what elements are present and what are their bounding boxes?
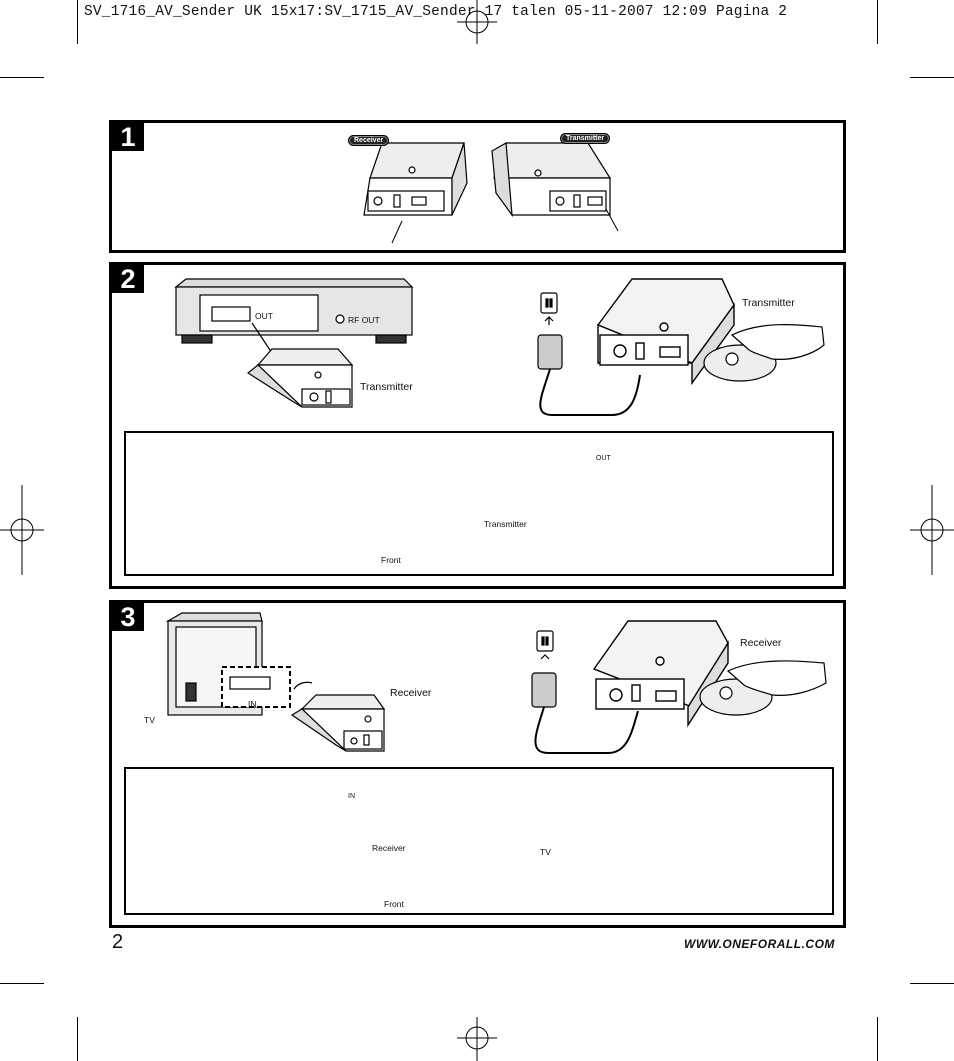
transmitter-label: Transmitter [560, 133, 611, 144]
step-2-panel: 2 [109, 262, 846, 589]
step-2-detail-inset: OUT Transmitter Front [124, 431, 834, 576]
hand-pressing-icon [703, 324, 825, 382]
in-label: IN [248, 699, 257, 709]
page-number: 2 [112, 931, 124, 953]
front-label: Front [384, 899, 404, 909]
crop-mark [910, 983, 954, 984]
crop-mark [77, 1017, 78, 1061]
out-label: OUT [596, 455, 611, 462]
crop-mark [0, 983, 44, 984]
transmitter-label: Transmitter [484, 519, 527, 529]
front-label: Front [381, 555, 401, 565]
crop-mark [877, 1017, 878, 1061]
transmitter-device-icon [246, 348, 354, 408]
crop-mark [910, 77, 954, 78]
crop-mark [0, 77, 44, 78]
receiver-label: Receiver [740, 637, 782, 649]
transmitter-label: Transmitter [742, 297, 795, 309]
transmitter-device-icon [596, 278, 735, 386]
rf-out-label: RF OUT [348, 315, 380, 325]
step-number: 3 [112, 603, 144, 631]
receiver-transmitter-illustration [363, 142, 619, 244]
receiver-device-icon [363, 142, 468, 216]
hand-pressing-icon [699, 660, 827, 716]
step-3-panel: 3 [109, 600, 846, 928]
transmitter-label: Transmitter [360, 381, 413, 393]
tv-label: TV [144, 715, 155, 725]
tv-back-icon [165, 612, 313, 716]
video-recorder-icon [174, 278, 414, 344]
website-url: WWW.ONEFORALL.COM [684, 937, 835, 951]
receiver-device-icon [290, 694, 386, 752]
step-3-detail-inset: IN Receiver TV Front [124, 767, 834, 915]
step-1-panel: 1 Receiver Transmitter [109, 120, 846, 253]
step-number: 1 [112, 123, 144, 151]
step-number: 2 [112, 265, 144, 293]
in-label: IN [348, 793, 355, 800]
receiver-device-icon [592, 620, 729, 728]
crop-mark [877, 0, 878, 44]
receiver-label: Receiver [372, 843, 406, 853]
power-adapter-icon [537, 292, 641, 416]
crop-mark [77, 0, 78, 44]
receiver-label: Receiver [348, 135, 390, 146]
out-label: OUT [255, 311, 273, 321]
transmitter-device-icon [491, 142, 612, 218]
tv-label: TV [540, 847, 551, 857]
power-adapter-icon [531, 630, 639, 754]
receiver-label: Receiver [390, 687, 432, 699]
print-header: SV_1716_AV_Sender UK 15x17:SV_1715_AV_Se… [84, 4, 788, 20]
